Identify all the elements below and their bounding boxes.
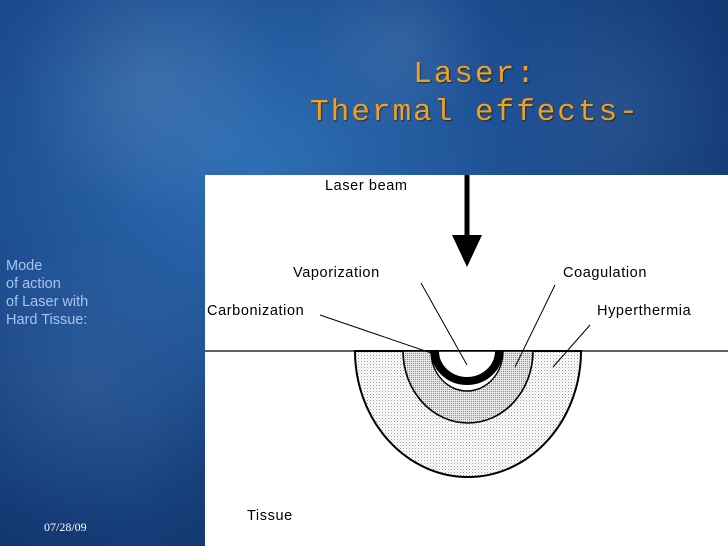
title-line-1: Laser: [413, 57, 537, 92]
coagulation-leader [514, 284, 556, 368]
vaporization-leader [420, 282, 468, 366]
carbonization-leader [319, 314, 438, 356]
label-coagulation: Coagulation [563, 265, 647, 281]
vaporization-crater [430, 350, 504, 392]
laser-beam-arrowhead [452, 235, 482, 267]
laser-tissue-diagram: Laser beam Vaporization Coagulation Carb… [205, 175, 728, 546]
label-hyperthermia: Hyperthermia [597, 303, 692, 319]
side-caption-line-4: Hard Tissue: [6, 312, 88, 328]
title-line-2: Thermal effects- [310, 95, 640, 130]
label-carbonization: Carbonization [207, 303, 304, 319]
label-tissue: Tissue [247, 508, 293, 524]
slide-date: 07/28/09 [44, 520, 87, 534]
side-caption-line-2: of action [6, 276, 61, 292]
slide-title: Laser: Thermal effects- [240, 56, 710, 132]
diagram-svg: Laser beam Vaporization Coagulation Carb… [205, 175, 728, 524]
label-laser-beam: Laser beam [325, 178, 408, 194]
label-vaporization: Vaporization [293, 265, 380, 281]
side-caption: Mode of action of Laser with Hard Tissue… [6, 257, 146, 329]
side-caption-line-1: Mode [6, 258, 43, 274]
hyperthermia-leader [552, 324, 591, 368]
side-caption-line-3: of Laser with [6, 294, 89, 310]
carbonization-layer [431, 350, 503, 385]
